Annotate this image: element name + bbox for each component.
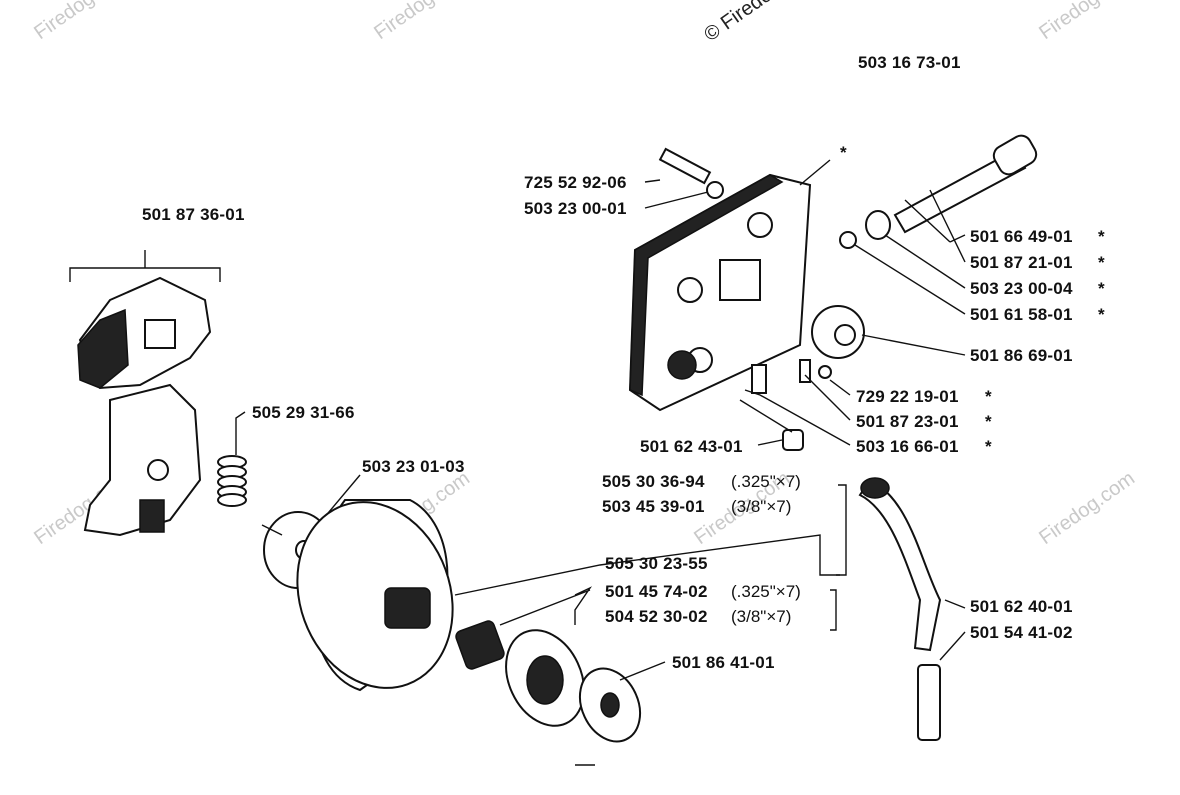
- clutch-shoe-lining: [77, 308, 129, 389]
- bracket-sprocket: [830, 589, 837, 631]
- label-worm-gear: 501 86 69-01: [970, 346, 1073, 365]
- screw-part: [658, 147, 712, 185]
- leader-seal: [884, 234, 966, 289]
- pump-gasket: [629, 174, 784, 397]
- label-adjust-screw: 729 22 19-01: [856, 387, 959, 406]
- label-oil-hose: 501 62 40-01: [970, 597, 1073, 616]
- assembly-number: 503 16 73-01: [858, 53, 961, 72]
- oil-hose-part: [858, 478, 942, 652]
- asterisk: *: [1098, 305, 1105, 324]
- asterisk: *: [1098, 227, 1105, 246]
- clutch-bracket: [69, 250, 221, 282]
- spec-drum-38: (3/8"×7): [731, 497, 791, 516]
- needle-bearing-part: [455, 620, 505, 670]
- label-pump-bolt: 503 16 66-01: [856, 437, 959, 456]
- leader-nipple: [939, 631, 966, 661]
- label-clutch-spring: 505 29 31-66: [252, 403, 355, 422]
- spring-clip-part: [799, 359, 811, 383]
- plug-part: [782, 429, 804, 451]
- label-drum-325: 505 30 36-94: [602, 472, 705, 491]
- label-clutch-assembly: 501 87 36-01: [142, 205, 245, 224]
- hose-nipple-part: [917, 664, 941, 741]
- asterisk: *: [1098, 253, 1105, 272]
- washer-top-part: [706, 181, 724, 199]
- clutch-body-hole: [147, 459, 169, 481]
- oil-pump-drawing: [628, 134, 1038, 451]
- leader-clip: [804, 374, 851, 421]
- label-plug: 501 62 43-01: [640, 437, 743, 456]
- label-sprocket-38: 504 52 30-02: [605, 607, 708, 626]
- leader-screw: [644, 179, 709, 209]
- label-drum-38: 503 45 39-01: [602, 497, 705, 516]
- label-washer-outer: 501 86 41-01: [672, 653, 775, 672]
- pump-shaft-tip: [992, 134, 1038, 176]
- drum-hub: [384, 587, 431, 629]
- top-asterisk: *: [840, 143, 847, 162]
- pump-seal-part: [865, 210, 891, 240]
- clutch-drawing: [69, 250, 247, 537]
- label-washer: 503 23 01-03: [362, 457, 465, 476]
- label-screw-top: 725 52 92-06: [524, 173, 627, 192]
- washer-outer-hole: [600, 692, 620, 718]
- part-labels: 501 87 36-01 505 29 31-66 503 23 01-03 7…: [142, 173, 1105, 672]
- sprocket-teeth: [526, 655, 564, 705]
- leader-bolt: [744, 389, 851, 446]
- label-pump-piston: 501 87 21-01: [970, 253, 1073, 272]
- clutch-body-lining: [139, 499, 165, 533]
- asterisk: *: [985, 412, 992, 431]
- clutch-shoe-slot: [144, 319, 176, 349]
- leader-hose: [944, 599, 966, 609]
- leader-pump-washer: [854, 244, 966, 315]
- asterisk: *: [1098, 279, 1105, 298]
- leader-plug: [739, 399, 793, 446]
- pump-shaft-part: [893, 148, 1027, 234]
- spec-sprocket-38: (3/8"×7): [731, 607, 791, 626]
- label-hose-nipple: 501 54 41-02: [970, 623, 1073, 642]
- pump-bolt-part: [751, 364, 767, 394]
- bracket-drum: [836, 484, 847, 576]
- leader-worm: [861, 334, 966, 356]
- spec-drum-325: (.325"×7): [731, 472, 801, 491]
- label-needle-bearing: 505 30 23-55: [605, 554, 708, 573]
- label-pump-washer: 501 61 58-01: [970, 305, 1073, 324]
- leader-piston: [929, 189, 966, 263]
- watermark-copyright: © Firedog.com: [700, 0, 820, 46]
- watermark-text: Firedog.com: [370, 0, 474, 44]
- drum-drawing: [261, 474, 847, 766]
- leader-spring: [235, 411, 246, 455]
- label-pump-shaft: 501 66 49-01: [970, 227, 1073, 246]
- spec-sprocket-325: (.325"×7): [731, 582, 801, 601]
- watermark-text: Firedog.com: [1035, 467, 1139, 549]
- asterisk: *: [985, 387, 992, 406]
- label-pump-seal: 503 23 00-04: [970, 279, 1073, 298]
- leader-sprocket: [499, 586, 593, 626]
- oil-hose-drawing: [858, 477, 966, 741]
- label-sprocket-325: 501 45 74-02: [605, 582, 708, 601]
- watermark-text: Firedog.com: [30, 0, 134, 44]
- adjust-screw-part: [818, 365, 832, 379]
- clutch-spring-coil: [217, 455, 247, 507]
- leader-adjust: [829, 379, 851, 396]
- label-washer-top: 503 23 00-01: [524, 199, 627, 218]
- pump-washer-part: [839, 231, 857, 249]
- watermark-text: Firedog.com: [1035, 0, 1139, 44]
- leader-shaft: [904, 199, 966, 243]
- leader-bearing: [454, 534, 840, 596]
- leader-outer-washer: [619, 661, 666, 681]
- clutch-drum-face: [296, 501, 454, 689]
- asterisk: *: [985, 437, 992, 456]
- label-spring-clip: 501 87 23-01: [856, 412, 959, 431]
